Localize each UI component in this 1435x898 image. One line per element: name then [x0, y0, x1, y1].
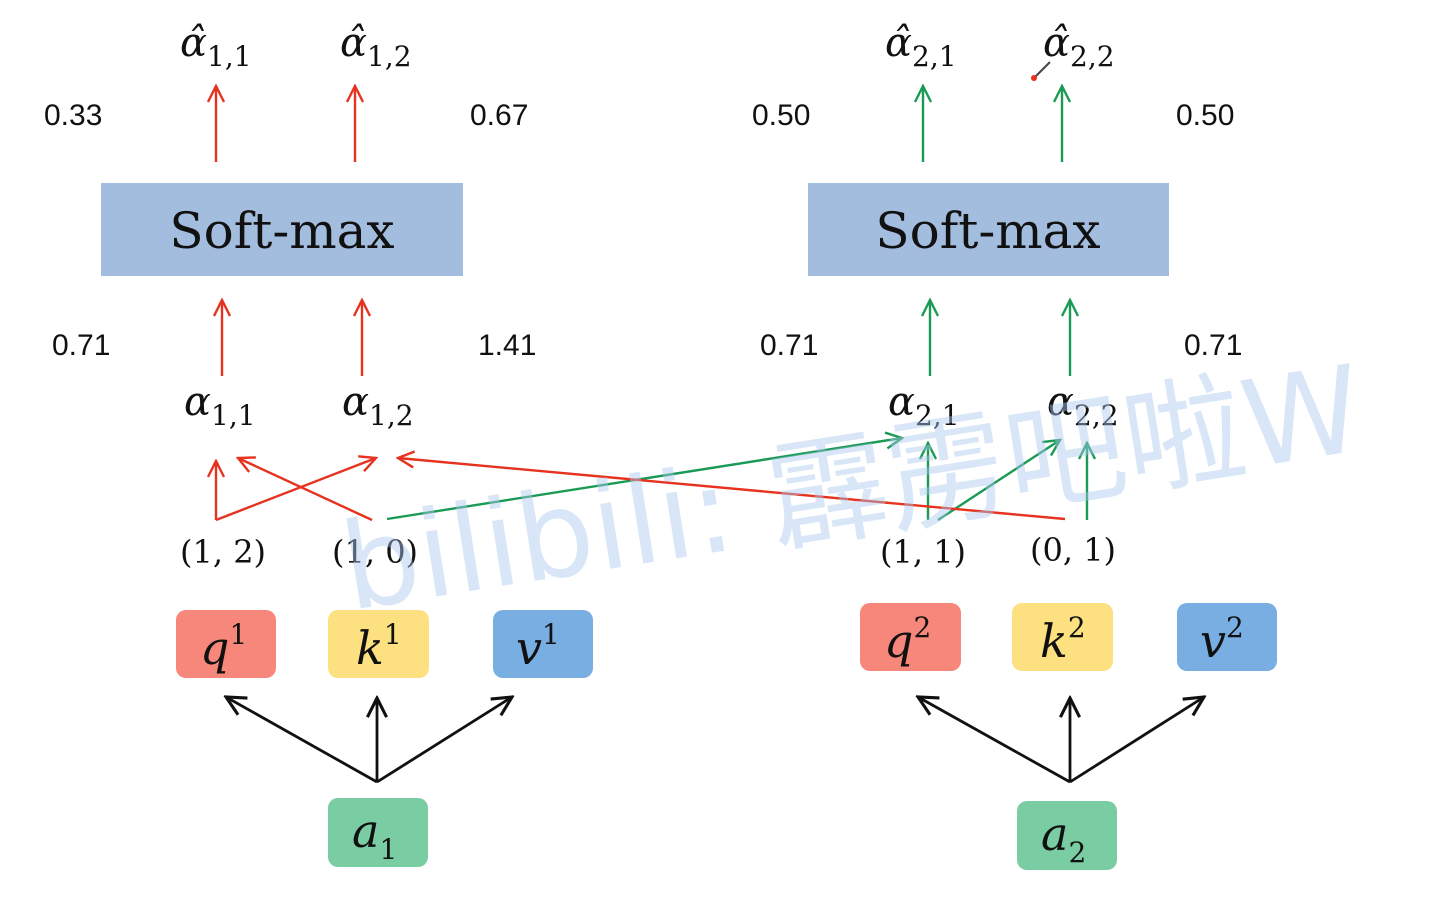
right-input-label: a2 [1041, 807, 1086, 869]
left-softmax-box [101, 183, 463, 276]
pen-cursor-icon [1031, 61, 1051, 81]
left-k1-to-alpha11-arrow [238, 458, 373, 522]
right-q-box [860, 603, 961, 671]
right-v-label: v2 [1200, 611, 1244, 668]
left-score-value-right: 1.41 [478, 329, 536, 362]
right-output-value-left: 0.50 [752, 99, 810, 132]
left-q-box [176, 610, 276, 678]
left-output-alpha-hat-1-1: α̂1,1 [180, 20, 252, 73]
left-q1k1-to-alpha12-arrow [215, 458, 376, 522]
right-softmax-box [808, 183, 1169, 276]
left-score-alpha-1-2: α1,2 [342, 379, 414, 432]
right-output-value-right: 0.50 [1176, 99, 1234, 132]
right-k-box [1012, 603, 1113, 671]
right-score-alpha-2-1: α2,1 [888, 379, 960, 432]
left-k-label: k1 [356, 618, 402, 675]
cross-k1-to-alpha21-arrow [386, 438, 902, 521]
right-k-label: k2 [1040, 611, 1086, 668]
right-output-alpha-hat-2-2: α̂2,2 [1043, 20, 1115, 73]
left-query-vector: (1, 2) [180, 533, 266, 571]
right-attention-block: α̂2,1 α̂2,2 0.50 0.50 Soft-max 0.71 0.71… [752, 20, 1277, 870]
right-score-value-right: 0.71 [1184, 329, 1242, 362]
right-output-alpha-hat-2-1: α̂2,1 [885, 20, 957, 73]
watermark-text: bilibili: 霹雳吧啦W [333, 340, 1372, 638]
left-a-to-v-arrow [376, 697, 512, 784]
right-q2-to-alpha22-arrow [937, 440, 1060, 522]
right-a-to-v-arrow [1069, 697, 1204, 784]
left-q-label: q1 [200, 618, 247, 675]
left-output-value-left: 0.33 [44, 99, 102, 132]
left-key-vector: (1, 0) [332, 533, 418, 571]
right-score-value-left: 0.71 [760, 329, 818, 362]
left-output-value-right: 0.67 [470, 99, 528, 132]
right-key-vector: (0, 1) [1030, 531, 1116, 569]
left-score-value-left: 0.71 [52, 329, 110, 362]
right-query-vector: (1, 1) [880, 533, 966, 571]
right-a-to-q-arrow [918, 697, 1071, 784]
left-attention-block: α̂1,1 α̂1,2 0.33 0.67 Soft-max 0.71 1.41… [44, 20, 593, 867]
left-v-label: v1 [516, 618, 560, 675]
cross-k2-to-alpha12-arrow [398, 458, 1066, 521]
right-v-box [1177, 603, 1277, 671]
right-input-box [1017, 801, 1117, 870]
left-softmax-label: Soft-max [169, 202, 394, 260]
left-a-to-q-arrow [226, 697, 378, 784]
left-output-alpha-hat-1-2: α̂1,2 [340, 20, 412, 73]
left-input-label: a1 [352, 804, 397, 866]
left-k-box [328, 610, 429, 678]
right-softmax-label: Soft-max [875, 202, 1100, 260]
left-score-alpha-1-1: α1,1 [184, 379, 256, 432]
right-score-alpha-2-2: α2,2 [1047, 379, 1119, 432]
left-input-box [328, 798, 428, 867]
right-q-label: q2 [884, 611, 931, 668]
left-v-box [493, 610, 593, 678]
